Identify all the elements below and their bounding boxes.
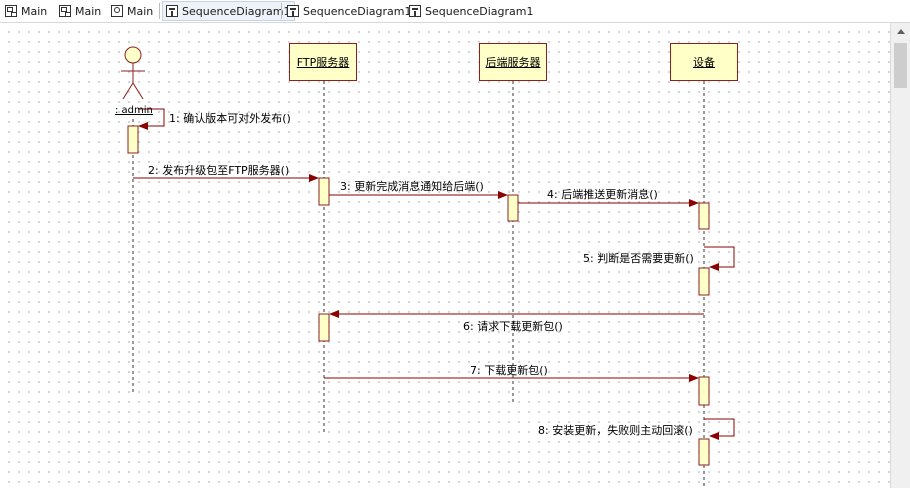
class-diagram-icon bbox=[5, 5, 17, 17]
tab-label: Main bbox=[75, 4, 102, 18]
message-arrow-5[interactable] bbox=[704, 246, 735, 271]
object-backend-server[interactable]: 后端服务器 bbox=[479, 43, 550, 84]
tab-sequence-diagram-1-b[interactable]: SequenceDiagram1 bbox=[284, 2, 412, 20]
actor-admin-label[interactable]: : admin bbox=[115, 105, 153, 116]
activation-bar[interactable] bbox=[698, 267, 710, 296]
tab-divider bbox=[159, 3, 160, 19]
activation-bar[interactable] bbox=[507, 194, 519, 222]
tab-sequence-diagram-1-active[interactable]: SequenceDiagram1 bbox=[162, 1, 295, 21]
tab-main-3[interactable]: Main bbox=[108, 2, 153, 20]
activation-bar[interactable] bbox=[318, 313, 330, 342]
message-arrow-8[interactable] bbox=[704, 418, 735, 440]
message-label-3[interactable]: 3: 更新完成消息通知给后端() bbox=[340, 180, 484, 193]
message-label-8[interactable]: 8: 安装更新，失败则主动回滚() bbox=[538, 424, 693, 437]
diagram-tab-bar: Main Main Main SequenceDiagram1 Sequence… bbox=[0, 0, 910, 23]
tab-label: Main bbox=[21, 4, 48, 18]
activation-bar[interactable] bbox=[318, 177, 330, 206]
tab-main-2[interactable]: Main bbox=[56, 2, 101, 20]
tab-divider bbox=[281, 3, 282, 19]
activation-bar[interactable] bbox=[698, 438, 710, 466]
use-case-diagram-icon bbox=[111, 5, 123, 17]
diagram-canvas[interactable]: : admin FTP服务器 后端服务器 设备 1: 确认版本可对外发布() 2… bbox=[0, 23, 890, 488]
actor-figure[interactable] bbox=[121, 46, 145, 100]
message-label-7[interactable]: 7: 下载更新包() bbox=[470, 364, 548, 377]
message-label-5[interactable]: 5: 判断是否需要更新() bbox=[583, 252, 694, 265]
sequence-diagram-icon bbox=[166, 5, 178, 17]
object-device[interactable]: 设备 bbox=[670, 43, 741, 84]
message-label-4[interactable]: 4: 后端推送更新消息() bbox=[547, 188, 658, 201]
message-label-1[interactable]: 1: 确认版本可对外发布() bbox=[169, 112, 291, 125]
sequence-diagram-graphics bbox=[121, 46, 735, 488]
tab-label: SequenceDiagram1 bbox=[425, 4, 534, 18]
class-diagram-icon bbox=[59, 5, 71, 17]
vertical-scrollbar[interactable] bbox=[890, 23, 910, 488]
tab-sequence-diagram-1-c[interactable]: SequenceDiagram1 bbox=[406, 2, 534, 20]
activation-bar[interactable] bbox=[127, 125, 139, 154]
tab-label: SequenceDiagram1 bbox=[303, 4, 412, 18]
sequence-diagram-icon bbox=[287, 5, 299, 17]
tab-label: Main bbox=[127, 4, 154, 18]
scroll-up-arrow-icon[interactable] bbox=[891, 23, 910, 40]
sequence-diagram-icon bbox=[409, 5, 421, 17]
message-arrow-1[interactable] bbox=[138, 108, 165, 130]
activation-bar[interactable] bbox=[698, 376, 710, 406]
activation-bar[interactable] bbox=[698, 202, 710, 230]
message-label-2[interactable]: 2: 发布升级包至FTP服务器() bbox=[148, 164, 290, 177]
object-ftp-server[interactable]: FTP服务器 bbox=[289, 43, 360, 84]
tab-main-1[interactable]: Main bbox=[2, 2, 47, 20]
tab-label: SequenceDiagram1 bbox=[182, 4, 291, 18]
scrollbar-thumb[interactable] bbox=[894, 43, 907, 88]
message-label-6[interactable]: 6: 请求下载更新包() bbox=[463, 320, 563, 333]
